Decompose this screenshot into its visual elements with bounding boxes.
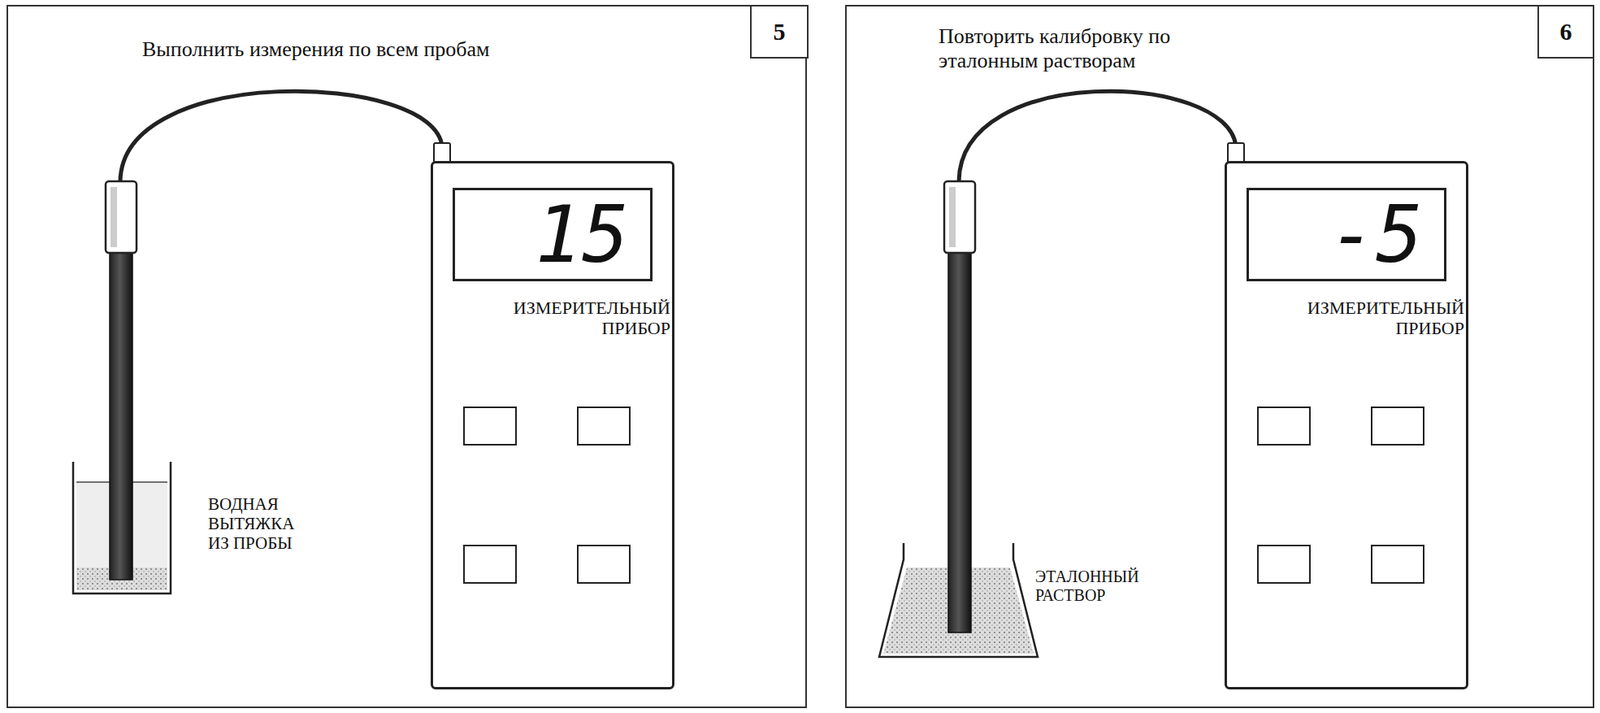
probe-cable — [958, 91, 1236, 182]
meter-button — [1371, 407, 1424, 445]
display-value: -5 — [1328, 195, 1423, 274]
meter-body: ИЗМЕРИТЕЛЬНЫЙ ПРИБОР -5 — [1224, 160, 1469, 690]
meter-button — [463, 407, 516, 445]
step-title: Повторить калибровку по эталонным раство… — [938, 24, 1232, 74]
meter-display: 15 — [452, 187, 653, 282]
cable-connector — [1227, 143, 1245, 163]
cable-connector — [433, 143, 451, 163]
meter-button — [577, 545, 630, 583]
step-panel: Выполнить измерения по всем пробам 5ИЗМЕР… — [6, 4, 807, 708]
electrode-cap — [105, 181, 137, 253]
electrode-rod — [109, 250, 133, 580]
meter-button — [1257, 545, 1310, 583]
step-number-text: 6 — [1560, 17, 1573, 47]
step-number: 6 — [1537, 4, 1595, 59]
electrode-rod — [948, 250, 972, 633]
step-number-text: 5 — [773, 17, 786, 47]
vessel-label: ВОДНАЯ ВЫТЯЖКА ИЗ ПРОБЫ — [208, 494, 318, 553]
meter-body: ИЗМЕРИТЕЛЬНЫЙ ПРИБОР 15 — [430, 160, 675, 690]
meter-label: ИЗМЕРИТЕЛЬНЫЙ ПРИБОР — [1235, 297, 1465, 339]
vessel-label: ЭТАЛОННЫЙ РАСТВОР — [1035, 567, 1141, 605]
meter-button — [577, 407, 630, 445]
display-value: 15 — [534, 195, 629, 274]
meter-label: ИЗМЕРИТЕЛЬНЫЙ ПРИБОР — [441, 297, 671, 339]
step-title: Выполнить измерения по всем пробам — [142, 37, 663, 62]
step-number: 5 — [750, 4, 809, 59]
meter-button — [463, 545, 516, 583]
step-panel: Повторить калибровку по эталонным раство… — [845, 4, 1595, 708]
electrode-cap — [944, 181, 976, 253]
probe-cable — [120, 91, 443, 182]
meter-button — [1371, 545, 1424, 583]
illustration — [8, 6, 806, 707]
meter-button — [1257, 407, 1310, 445]
meter-display: -5 — [1246, 187, 1447, 282]
illustration — [846, 6, 1593, 707]
